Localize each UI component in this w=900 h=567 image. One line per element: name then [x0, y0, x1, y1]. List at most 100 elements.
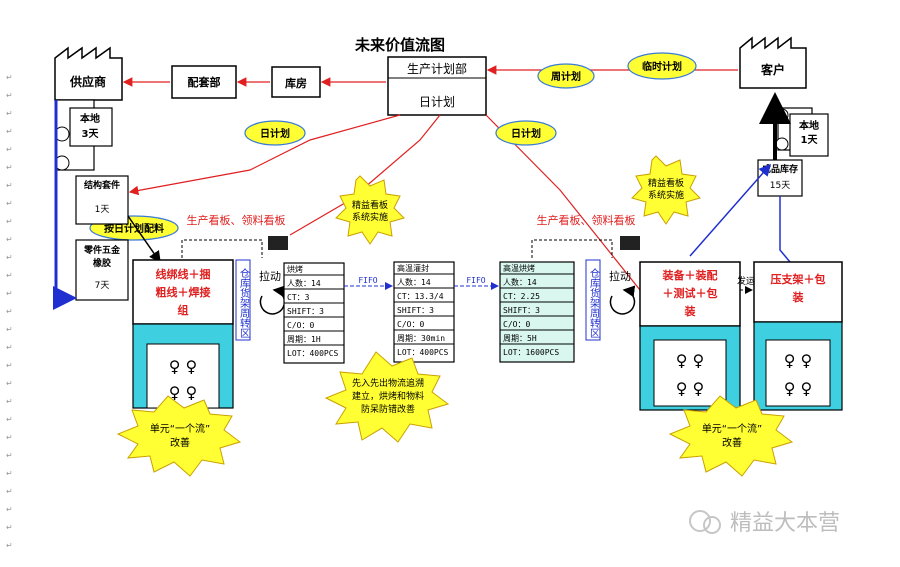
- diagram-title: 未来价值流图: [354, 36, 445, 54]
- svg-text:单元“一个流”: 单元“一个流”: [702, 422, 762, 435]
- supermarket-left: 仓库货架周转区 拉动: [235, 259, 286, 341]
- supplier-label: 供应商: [69, 74, 106, 89]
- svg-text:↵: ↵: [6, 397, 13, 406]
- supplier-factory: 供应商: [54, 46, 123, 101]
- customer-local-inventory: 本地 1天: [775, 107, 829, 157]
- process-box-middle: 装备＋装配 ＋测试＋包 装 ♀ ♀ ♀ ♀: [639, 261, 741, 411]
- svg-text:精益看板: 精益看板: [648, 177, 684, 189]
- svg-text:周期：30min: 周期：30min: [397, 334, 445, 343]
- svg-text:高温烘烤: 高温烘烤: [503, 263, 535, 273]
- svg-text:LOT：400PCS: LOT：400PCS: [397, 348, 449, 357]
- operator-icons-left: ♀ ♀: [169, 357, 198, 376]
- svg-text:先入先出物流追溯: 先入先出物流追溯: [352, 377, 424, 389]
- svg-text:SHIFT：3: SHIFT：3: [287, 307, 324, 316]
- information-flow: [122, 65, 738, 320]
- supplier-truck: 本地 3天: [54, 99, 113, 171]
- kit-department-box: 配套部: [171, 65, 237, 99]
- pull-label-left: 拉动: [259, 269, 281, 283]
- production-plan-daily: 日计划: [419, 95, 455, 109]
- svg-text:CT：3: CT：3: [287, 293, 310, 302]
- warehouse-box: 库房: [271, 66, 321, 98]
- svg-text:↵: ↵: [6, 361, 13, 370]
- customer-factory: 客户: [739, 36, 807, 89]
- svg-text:成品库存: 成品库存: [762, 163, 798, 175]
- svg-text:↵: ↵: [6, 433, 13, 442]
- svg-text:周计划: 周计划: [551, 70, 581, 83]
- watermark: 精益大本营: [689, 510, 840, 536]
- kit-department-label: 配套部: [188, 75, 221, 89]
- svg-text:日计划: 日计划: [260, 127, 290, 140]
- kanban-post-right: [531, 236, 640, 258]
- svg-text:精益看板: 精益看板: [352, 199, 388, 211]
- svg-text:↵: ↵: [6, 253, 13, 262]
- svg-text:系统实施: 系统实施: [352, 211, 388, 223]
- svg-text:↵: ↵: [6, 145, 13, 154]
- svg-text:↵: ↵: [6, 487, 13, 496]
- svg-text:↵: ↵: [6, 469, 13, 478]
- svg-text:3天: 3天: [82, 128, 100, 140]
- svg-text:FIFO: FIFO: [358, 276, 377, 285]
- svg-text:装备＋装配: 装备＋装配: [662, 268, 718, 282]
- fifo-arrow-1: FIFO: [344, 276, 393, 290]
- svg-text:本地: 本地: [80, 112, 100, 125]
- svg-text:C/O：0: C/O：0: [287, 321, 314, 330]
- kaizen-burst-kanban-right: 精益看板 系统实施: [631, 155, 701, 225]
- svg-text:人数：14: 人数：14: [397, 277, 431, 287]
- svg-text:系统实施: 系统实施: [648, 189, 684, 201]
- fifo-arrow-2: FIFO: [454, 276, 499, 290]
- svg-text:↵: ↵: [6, 163, 13, 172]
- svg-text:↵: ↵: [6, 289, 13, 298]
- svg-text:＋测试＋包: ＋测试＋包: [663, 286, 718, 300]
- svg-text:周期：1H: 周期：1H: [287, 335, 321, 344]
- svg-text:单元“一个流”: 单元“一个流”: [150, 422, 210, 435]
- svg-text:↵: ↵: [6, 307, 13, 316]
- svg-text:C/O：0: C/O：0: [397, 320, 424, 329]
- customer-label: 客户: [760, 62, 785, 77]
- svg-text:LOT：1600PCS: LOT：1600PCS: [503, 348, 559, 357]
- pull-arrow-right: [609, 285, 636, 315]
- daily-plan-bubble-right: 日计划: [495, 120, 557, 146]
- svg-text:♀ ♀: ♀ ♀: [169, 383, 198, 402]
- svg-text:建立，烘烤和物料: 建立，烘烤和物料: [352, 390, 424, 402]
- margin-marks: ↵↵↵↵ ↵↵↵↵ ↵↵↵↵ ↵↵↵↵ ↵↵↵↵ ↵↵↵↵ ↵↵↵: [6, 73, 13, 550]
- temp-plan-bubble: 临时计划: [627, 52, 697, 80]
- kaizen-burst-kanban-left: 精益看板 系统实施: [335, 175, 405, 245]
- svg-text:↵: ↵: [6, 181, 13, 190]
- ship-label: 发运: [737, 275, 755, 287]
- svg-text:SHIFT：3: SHIFT：3: [503, 306, 540, 315]
- kaizen-burst-fifo-middle: 先入先出物流追溯 建立，烘烤和物料 防呆防错改善: [324, 351, 450, 443]
- supermarket-label-left: 仓库货架周转区: [238, 267, 250, 338]
- svg-text:改善: 改善: [170, 436, 190, 449]
- svg-text:♀ ♀: ♀ ♀: [784, 379, 813, 398]
- svg-text:LOT：400PCS: LOT：400PCS: [287, 349, 339, 358]
- kaizen-burst-cell-right: 单元“一个流” 改善: [668, 395, 794, 477]
- structure-kit-inventory: 结构套件 1天: [75, 175, 129, 225]
- operator-icons-right: ♀ ♀: [784, 351, 813, 370]
- production-plan-box: 生产计划部 日计划: [387, 56, 487, 116]
- weekly-plan-bubble: 周计划: [537, 63, 595, 89]
- svg-text:零件五金: 零件五金: [83, 244, 121, 256]
- svg-text:↵: ↵: [6, 379, 13, 388]
- warehouse-label: 库房: [285, 76, 307, 90]
- data-box-1: 烘烤 人数：14 CT：3 SHIFT：3 C/O：0 周期：1H LOT：40…: [283, 262, 345, 364]
- kit-feed-arrow: [127, 215, 161, 264]
- kanban-post-left: [181, 236, 288, 258]
- supplier-delivery-arrow: [53, 100, 77, 310]
- supermarket-right: 仓库货架周转区 拉动: [585, 259, 636, 341]
- svg-text:C/O：0: C/O：0: [503, 320, 530, 329]
- svg-text:防呆防错改善: 防呆防错改善: [361, 403, 415, 415]
- svg-text:♀ ♀: ♀ ♀: [676, 379, 705, 398]
- svg-text:↵: ↵: [6, 109, 13, 118]
- svg-text:临时计划: 临时计划: [642, 60, 682, 73]
- svg-text:人数：14: 人数：14: [503, 277, 537, 287]
- finished-goods-inventory: 成品库存 15天: [757, 159, 803, 197]
- svg-text:SHIFT：3: SHIFT：3: [397, 306, 434, 315]
- svg-text:7天: 7天: [95, 281, 110, 291]
- kaizen-burst-cell-left: 单元“一个流” 改善: [116, 395, 242, 477]
- kanban-label-right: 生产看板、领料看板: [537, 213, 636, 227]
- svg-text:本地: 本地: [799, 119, 819, 132]
- svg-text:↵: ↵: [6, 523, 13, 532]
- svg-text:↵: ↵: [6, 91, 13, 100]
- svg-text:装: 装: [792, 290, 804, 304]
- svg-text:装: 装: [684, 304, 696, 318]
